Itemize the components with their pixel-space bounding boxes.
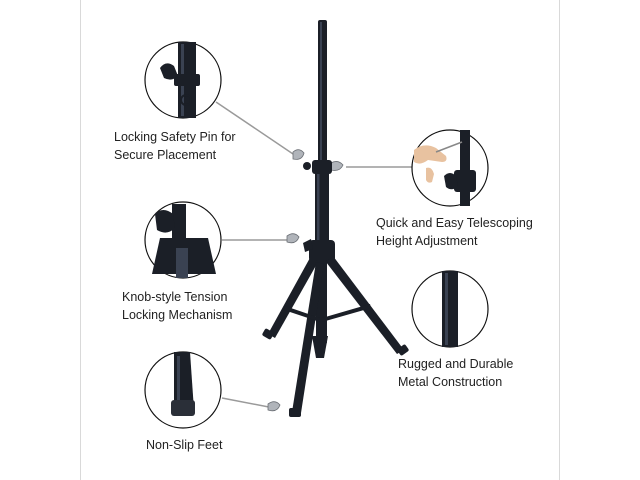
detail-metal (442, 271, 458, 347)
detail-tension-knob (152, 204, 216, 278)
leader-line-feet (221, 397, 275, 409)
caption-tension-knob: Knob-style Tension Locking Mechanism (122, 288, 232, 324)
detail-feet (171, 352, 195, 416)
caption-line: Non-Slip Feet (146, 438, 223, 452)
speaker-stand (262, 20, 409, 417)
pointer-knob-telescoping (330, 161, 344, 171)
caption-line: Quick and Easy Telescoping (376, 216, 533, 230)
caption-line: Knob-style Tension (122, 290, 228, 304)
caption-line: Locking Mechanism (122, 308, 233, 322)
caption-line: Secure Placement (114, 148, 217, 162)
detail-safety-pin (160, 42, 200, 118)
caption-telescoping: Quick and Easy Telescoping Height Adjust… (376, 214, 533, 250)
pointer-knob-tension (286, 233, 300, 244)
pointer-knob-feet (267, 401, 281, 412)
frame-line-left (80, 0, 81, 480)
caption-line: Locking Safety Pin for (114, 130, 236, 144)
detail-telescoping (414, 130, 476, 206)
frame-line-right (559, 0, 560, 480)
caption-metal: Rugged and Durable Metal Construction (398, 355, 513, 391)
caption-safety-pin: Locking Safety Pin for Secure Placement (114, 128, 236, 164)
caption-feet: Non-Slip Feet (146, 436, 222, 454)
pointer-knob-safety-pin (292, 149, 305, 160)
callout-telescoping (411, 129, 489, 207)
caption-line: Height Adjustment (376, 234, 478, 248)
caption-line: Rugged and Durable (398, 357, 514, 371)
caption-line: Metal Construction (398, 375, 503, 389)
leader-line-safety-pin (215, 101, 297, 157)
